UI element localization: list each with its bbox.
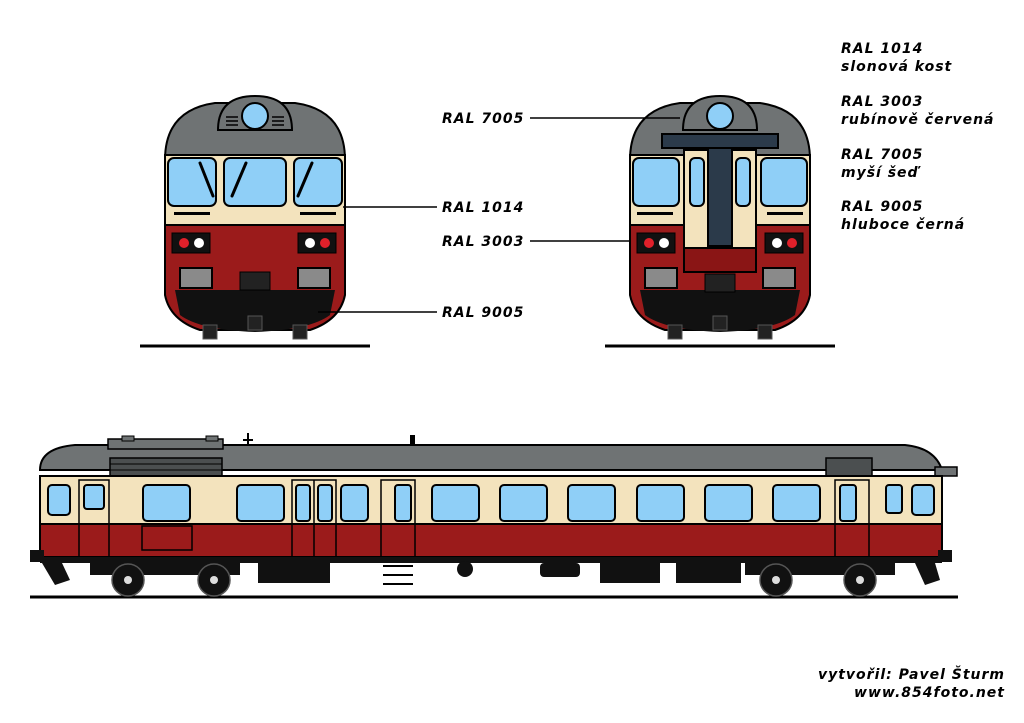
callout-lines <box>318 117 680 313</box>
legend-name-1: slonová kost <box>841 59 953 75</box>
rear-view-cab <box>605 94 835 348</box>
callout-ral-7005: RAL 7005 <box>442 111 524 127</box>
legend-name-3: myší šeď <box>841 165 919 181</box>
legend-name-2: rubínově červená <box>841 112 995 128</box>
callout-ral-1014: RAL 1014 <box>442 200 524 216</box>
front-view-cab <box>140 94 370 348</box>
side-view-railcar <box>30 433 958 599</box>
legend-name-4: hluboce černá <box>841 217 966 233</box>
callout-ral-3003: RAL 3003 <box>442 234 524 250</box>
legend-code-1: RAL 1014 <box>841 41 924 57</box>
legend-code-2: RAL 3003 <box>841 94 924 110</box>
legend-code-3: RAL 7005 <box>841 147 924 163</box>
website-credit: www.854foto.net <box>854 685 1005 701</box>
callout-ral-9005: RAL 9005 <box>442 305 524 321</box>
author-credit: vytvořil: Pavel Šturm <box>817 667 1005 683</box>
legend-code-4: RAL 9005 <box>841 199 924 215</box>
